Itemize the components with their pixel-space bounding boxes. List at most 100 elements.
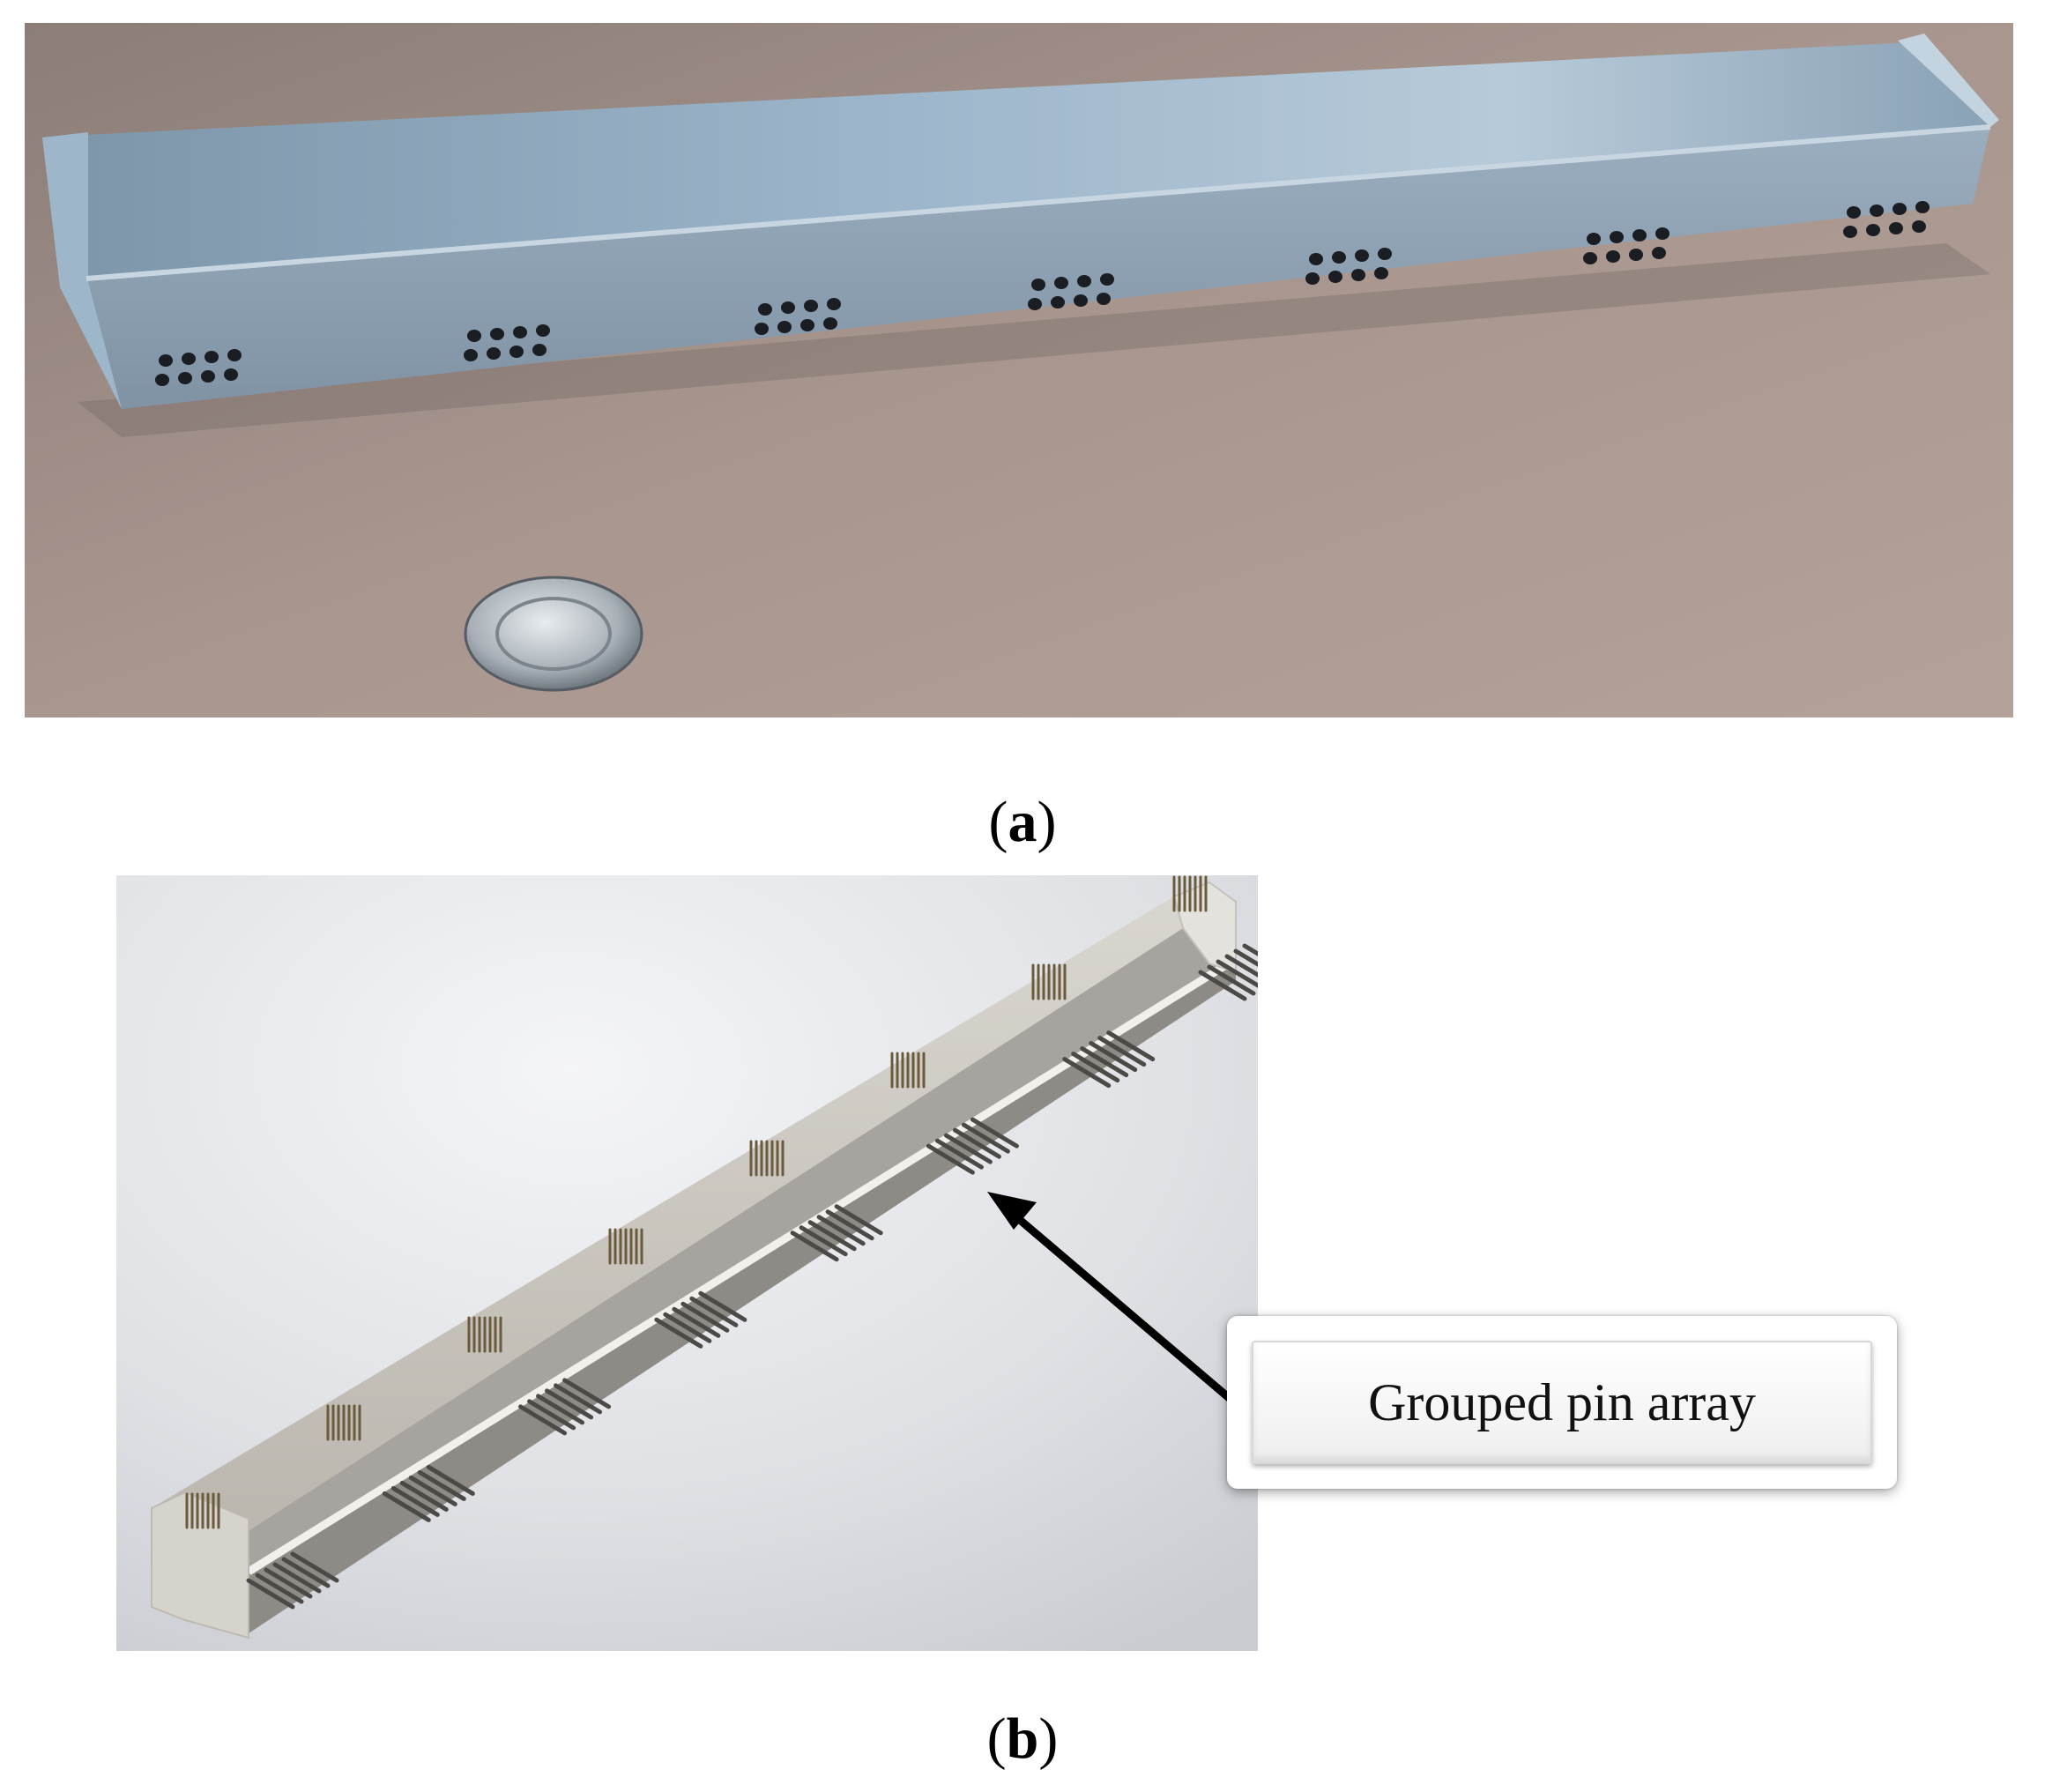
- pin-hole: [800, 319, 814, 331]
- front-pin: [1242, 943, 1258, 956]
- pin-hole: [823, 317, 837, 330]
- pin-hole: [1606, 250, 1620, 263]
- pin-hole: [1847, 206, 1861, 219]
- front-pin: [790, 1231, 839, 1262]
- front-pin: [281, 1557, 331, 1588]
- pin-hole: [1028, 298, 1042, 310]
- pin-hole: [758, 303, 772, 316]
- front-pin: [807, 1220, 857, 1252]
- pin-hole: [1655, 227, 1669, 240]
- pin-hole: [1051, 296, 1065, 309]
- front-pin: [952, 1127, 1001, 1159]
- front-pin: [518, 1404, 568, 1436]
- front-pin: [689, 1296, 739, 1327]
- pin-hole: [1305, 272, 1320, 285]
- front-pin: [1216, 959, 1258, 988]
- pin-hole: [777, 321, 792, 333]
- front-pin: [654, 1317, 703, 1349]
- front-pin: [536, 1394, 585, 1425]
- pin-hole: [467, 330, 481, 342]
- pin-hole: [201, 370, 215, 383]
- front-pin: [545, 1388, 594, 1420]
- pin-hole: [155, 374, 169, 386]
- front-pin: [246, 1578, 295, 1610]
- front-pin: [290, 1551, 339, 1583]
- pin-hole: [1912, 220, 1926, 233]
- pin-hole: [1351, 269, 1365, 281]
- pin-hole: [464, 349, 478, 361]
- pin-hole: [781, 301, 795, 314]
- pin-hole: [1632, 229, 1647, 242]
- pin-hole: [182, 353, 196, 365]
- front-pin: [272, 1562, 322, 1594]
- pin-hole: [224, 368, 238, 381]
- front-pin: [663, 1312, 712, 1343]
- pin-hole: [1097, 293, 1111, 305]
- pin-hole: [1332, 251, 1346, 264]
- front-pin: [799, 1225, 848, 1257]
- front-pin: [698, 1290, 747, 1322]
- caption-a: (a): [988, 790, 1057, 854]
- front-pin: [1106, 1030, 1156, 1062]
- pin-hole: [804, 300, 818, 312]
- pin-hole: [487, 347, 501, 360]
- pin-hole: [827, 298, 841, 310]
- front-pin: [1097, 1036, 1147, 1067]
- pin-hole: [1652, 247, 1666, 259]
- channel-render: [116, 875, 1258, 1651]
- front-pin: [1080, 1046, 1129, 1078]
- pin-hole: [1893, 203, 1907, 215]
- front-pin: [264, 1567, 313, 1599]
- front-pin: [1207, 964, 1256, 996]
- front-pin: [562, 1378, 612, 1409]
- front-pin: [1198, 970, 1247, 1001]
- pin-hole: [1328, 271, 1342, 283]
- pin-hole: [490, 328, 504, 340]
- callout-label-frame: Grouped pin array: [1252, 1341, 1872, 1464]
- front-pin: [399, 1480, 449, 1512]
- pin-hole: [1889, 222, 1903, 234]
- left-end-block: [151, 1491, 249, 1640]
- front-pin: [408, 1475, 457, 1506]
- pin-hole: [1054, 277, 1068, 289]
- front-pin: [970, 1117, 1019, 1149]
- front-pin: [1062, 1057, 1112, 1089]
- pin-hole: [204, 351, 219, 363]
- photo-panel-a: [25, 23, 2013, 718]
- front-pin: [426, 1464, 475, 1496]
- front-pin: [1089, 1041, 1138, 1073]
- pin-hole: [1915, 201, 1930, 213]
- front-pin: [1233, 948, 1258, 967]
- pin-hole: [513, 326, 527, 338]
- channel-front-face: [86, 127, 1990, 409]
- channel-photo: [25, 23, 2013, 718]
- pin-hole: [178, 372, 192, 384]
- pin-hole: [1587, 233, 1601, 245]
- pin-hole: [1309, 253, 1323, 265]
- front-pin: [527, 1399, 576, 1431]
- front-pin: [961, 1122, 1010, 1154]
- pin-hole: [1629, 249, 1643, 261]
- pin-hole: [227, 349, 242, 361]
- front-pin: [255, 1573, 304, 1604]
- pin-hole: [532, 344, 547, 356]
- front-pin: [825, 1209, 874, 1241]
- front-pin: [382, 1491, 431, 1522]
- pin-hole: [1100, 273, 1114, 286]
- front-pin: [934, 1138, 984, 1170]
- front-pin: [680, 1301, 730, 1333]
- pin-hole: [1378, 248, 1392, 260]
- pin-hole: [1583, 252, 1597, 264]
- front-pin: [834, 1204, 883, 1236]
- front-pin: [417, 1469, 466, 1501]
- pin-hole: [509, 346, 524, 358]
- front-pin: [390, 1485, 440, 1517]
- pin-hole: [159, 354, 173, 367]
- render-panel-b: [116, 875, 1258, 1651]
- callout-label: Grouped pin array: [1368, 1372, 1756, 1431]
- pin-hole-groups: [155, 201, 1930, 386]
- front-pin: [943, 1133, 993, 1164]
- front-pin: [816, 1215, 866, 1246]
- caption-b: (b): [986, 1706, 1059, 1771]
- pin-hole: [1077, 275, 1091, 287]
